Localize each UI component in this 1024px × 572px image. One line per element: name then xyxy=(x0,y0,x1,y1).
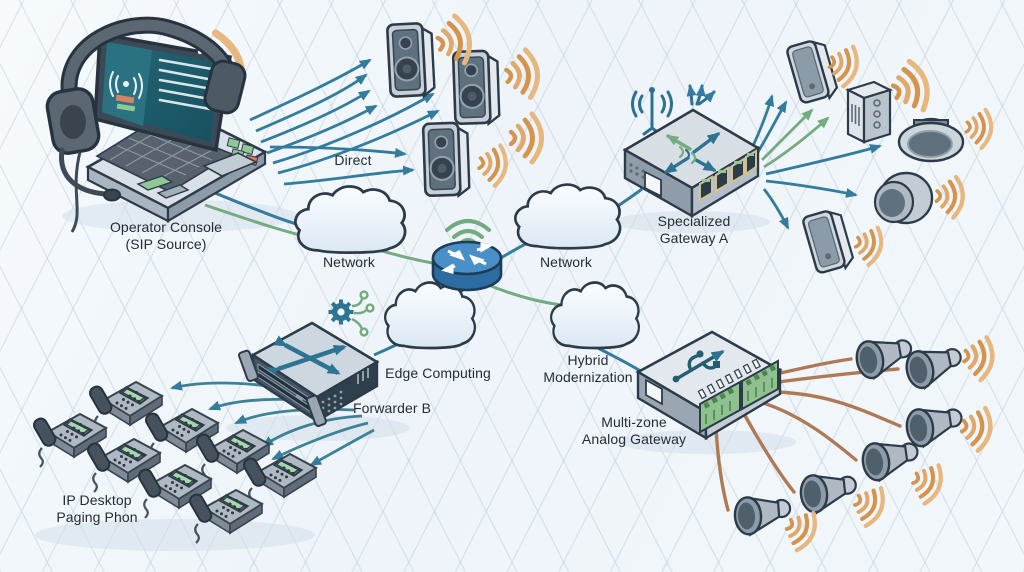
cloud-network-left xyxy=(293,185,407,255)
router-node xyxy=(431,219,503,292)
speaker xyxy=(421,121,471,199)
analog-gateway-node xyxy=(635,330,783,441)
branch-arrows-icon xyxy=(686,84,716,106)
horn-speaker xyxy=(903,402,966,450)
speaker xyxy=(385,21,437,100)
sound-wave-icon xyxy=(959,405,994,452)
gear-circuit-icon xyxy=(328,290,375,337)
cloud-network-right xyxy=(513,183,622,250)
cloud-hybrid xyxy=(549,281,641,350)
label-edge-computing: Edge Computing xyxy=(385,365,491,381)
forwarder-b-node xyxy=(238,290,380,427)
label-network-left: Network xyxy=(322,254,376,270)
horn-speaker xyxy=(852,332,917,382)
direct-arrows xyxy=(249,58,440,186)
operator-console-node xyxy=(45,16,268,233)
wall-speaker xyxy=(800,206,857,277)
server-top-icon xyxy=(266,335,347,378)
sound-wave-icon xyxy=(477,143,508,187)
horn-speaker xyxy=(859,436,922,484)
usb-icon xyxy=(672,350,725,383)
terminal-blocks xyxy=(699,359,779,434)
headset-icon xyxy=(45,16,247,233)
intercom-speaker xyxy=(845,80,893,144)
ethernet-port xyxy=(645,378,663,406)
broadcast-icon xyxy=(109,71,143,99)
cloud-edge-computing xyxy=(383,281,477,350)
ceiling-speaker xyxy=(897,117,965,163)
horn-speaker xyxy=(797,469,860,516)
label-ip-phones: IP Desktop Paging Phon xyxy=(56,492,138,526)
horn-speaker xyxy=(732,493,793,537)
label-direct: Direct xyxy=(334,152,372,168)
sound-wave-icon xyxy=(908,459,946,506)
wifi-icon xyxy=(445,219,491,245)
sound-wave-icon xyxy=(511,114,542,162)
gateway-a-endpoints xyxy=(784,36,993,277)
sound-wave-icon xyxy=(504,49,539,100)
sound-wave-icon xyxy=(888,59,933,116)
round-speaker xyxy=(873,171,934,225)
label-network-right: Network xyxy=(539,254,593,270)
label-operator-console: Operator Console (SIP Source) xyxy=(109,219,223,253)
gateway-a-node xyxy=(622,84,761,219)
label-multizone-gateway: Multi-zone Analog Gateway xyxy=(581,414,687,448)
sound-wave-icon xyxy=(962,335,995,382)
label-forwarder-b: Forwarder B xyxy=(352,400,432,416)
ethernet-ports xyxy=(629,149,757,202)
label-hybrid-modernization: Hybrid Modernization xyxy=(543,352,633,386)
sound-wave-icon xyxy=(965,108,993,149)
speaker xyxy=(451,49,501,127)
label-specialized-gateway: Specialized Gateway A xyxy=(657,213,731,247)
drive-bays xyxy=(257,363,312,413)
horn-speaker xyxy=(902,341,967,393)
dip-pins xyxy=(697,358,761,400)
sound-wave-icon xyxy=(852,224,885,267)
gateway-a-top-icon xyxy=(663,132,721,174)
gateway-a-arrows xyxy=(751,94,882,230)
router-arrows-icon xyxy=(441,242,493,274)
sound-wave-icon xyxy=(935,176,964,219)
antenna-icon xyxy=(631,87,673,136)
wall-speaker xyxy=(784,36,841,107)
